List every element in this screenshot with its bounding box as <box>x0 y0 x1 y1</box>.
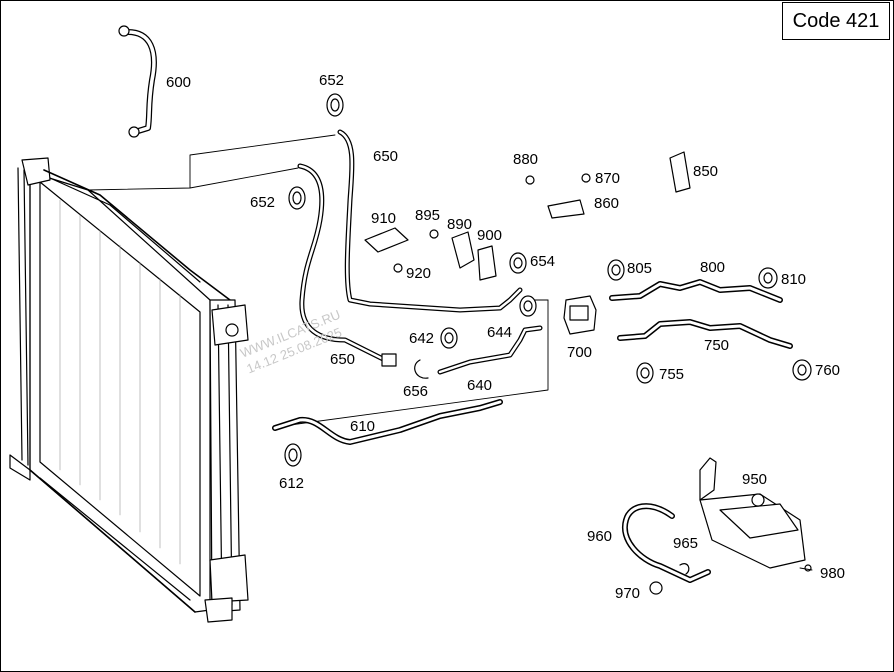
callout-652[interactable]: 652 <box>250 194 275 211</box>
callout-870[interactable]: 870 <box>595 170 620 187</box>
seals <box>284 93 812 467</box>
callout-900[interactable]: 900 <box>477 227 502 244</box>
callout-610[interactable]: 610 <box>350 418 375 435</box>
radiator <box>9 157 249 623</box>
callout-980[interactable]: 980 <box>820 565 845 582</box>
callout-880[interactable]: 880 <box>513 151 538 168</box>
callout-700[interactable]: 700 <box>567 344 592 361</box>
callout-965[interactable]: 965 <box>673 535 698 552</box>
callout-860[interactable]: 860 <box>594 195 619 212</box>
leader-lines <box>87 134 549 426</box>
callout-810[interactable]: 810 <box>781 271 806 288</box>
line-750 <box>617 319 793 349</box>
valve-700 <box>563 295 597 335</box>
callout-612[interactable]: 612 <box>279 475 304 492</box>
callout-652[interactable]: 652 <box>319 72 344 89</box>
hose-600 <box>118 25 157 138</box>
callout-890[interactable]: 890 <box>447 216 472 233</box>
callout-960[interactable]: 960 <box>587 528 612 545</box>
callout-750[interactable]: 750 <box>704 337 729 354</box>
callout-600[interactable]: 600 <box>166 74 191 91</box>
callout-650[interactable]: 650 <box>373 148 398 165</box>
callout-800[interactable]: 800 <box>700 259 725 276</box>
code-label: Code 421 <box>792 9 880 32</box>
callout-920[interactable]: 920 <box>406 265 431 282</box>
callout-850[interactable]: 850 <box>693 163 718 180</box>
callout-labels: 600 652 650 652 880 870 850 860 910 895 … <box>166 72 845 602</box>
line-800 <box>609 279 783 303</box>
callout-650[interactable]: 650 <box>330 351 355 368</box>
callout-654[interactable]: 654 <box>530 253 555 270</box>
callout-755[interactable]: 755 <box>659 366 684 383</box>
line-610 <box>272 399 503 445</box>
tank-950 <box>699 457 806 569</box>
callout-950[interactable]: 950 <box>742 471 767 488</box>
callout-895[interactable]: 895 <box>415 207 440 224</box>
line-640 <box>437 325 543 375</box>
line-650 <box>297 129 523 367</box>
hose-960 <box>621 503 812 595</box>
callout-644[interactable]: 644 <box>487 324 512 341</box>
callout-970[interactable]: 970 <box>615 585 640 602</box>
callout-760[interactable]: 760 <box>815 362 840 379</box>
code-badge: Code 421 <box>782 2 890 40</box>
callout-642[interactable]: 642 <box>409 330 434 347</box>
small-parts <box>364 151 691 379</box>
callout-805[interactable]: 805 <box>627 260 652 277</box>
callout-910[interactable]: 910 <box>371 210 396 227</box>
callout-640[interactable]: 640 <box>467 377 492 394</box>
callout-656[interactable]: 656 <box>403 383 428 400</box>
